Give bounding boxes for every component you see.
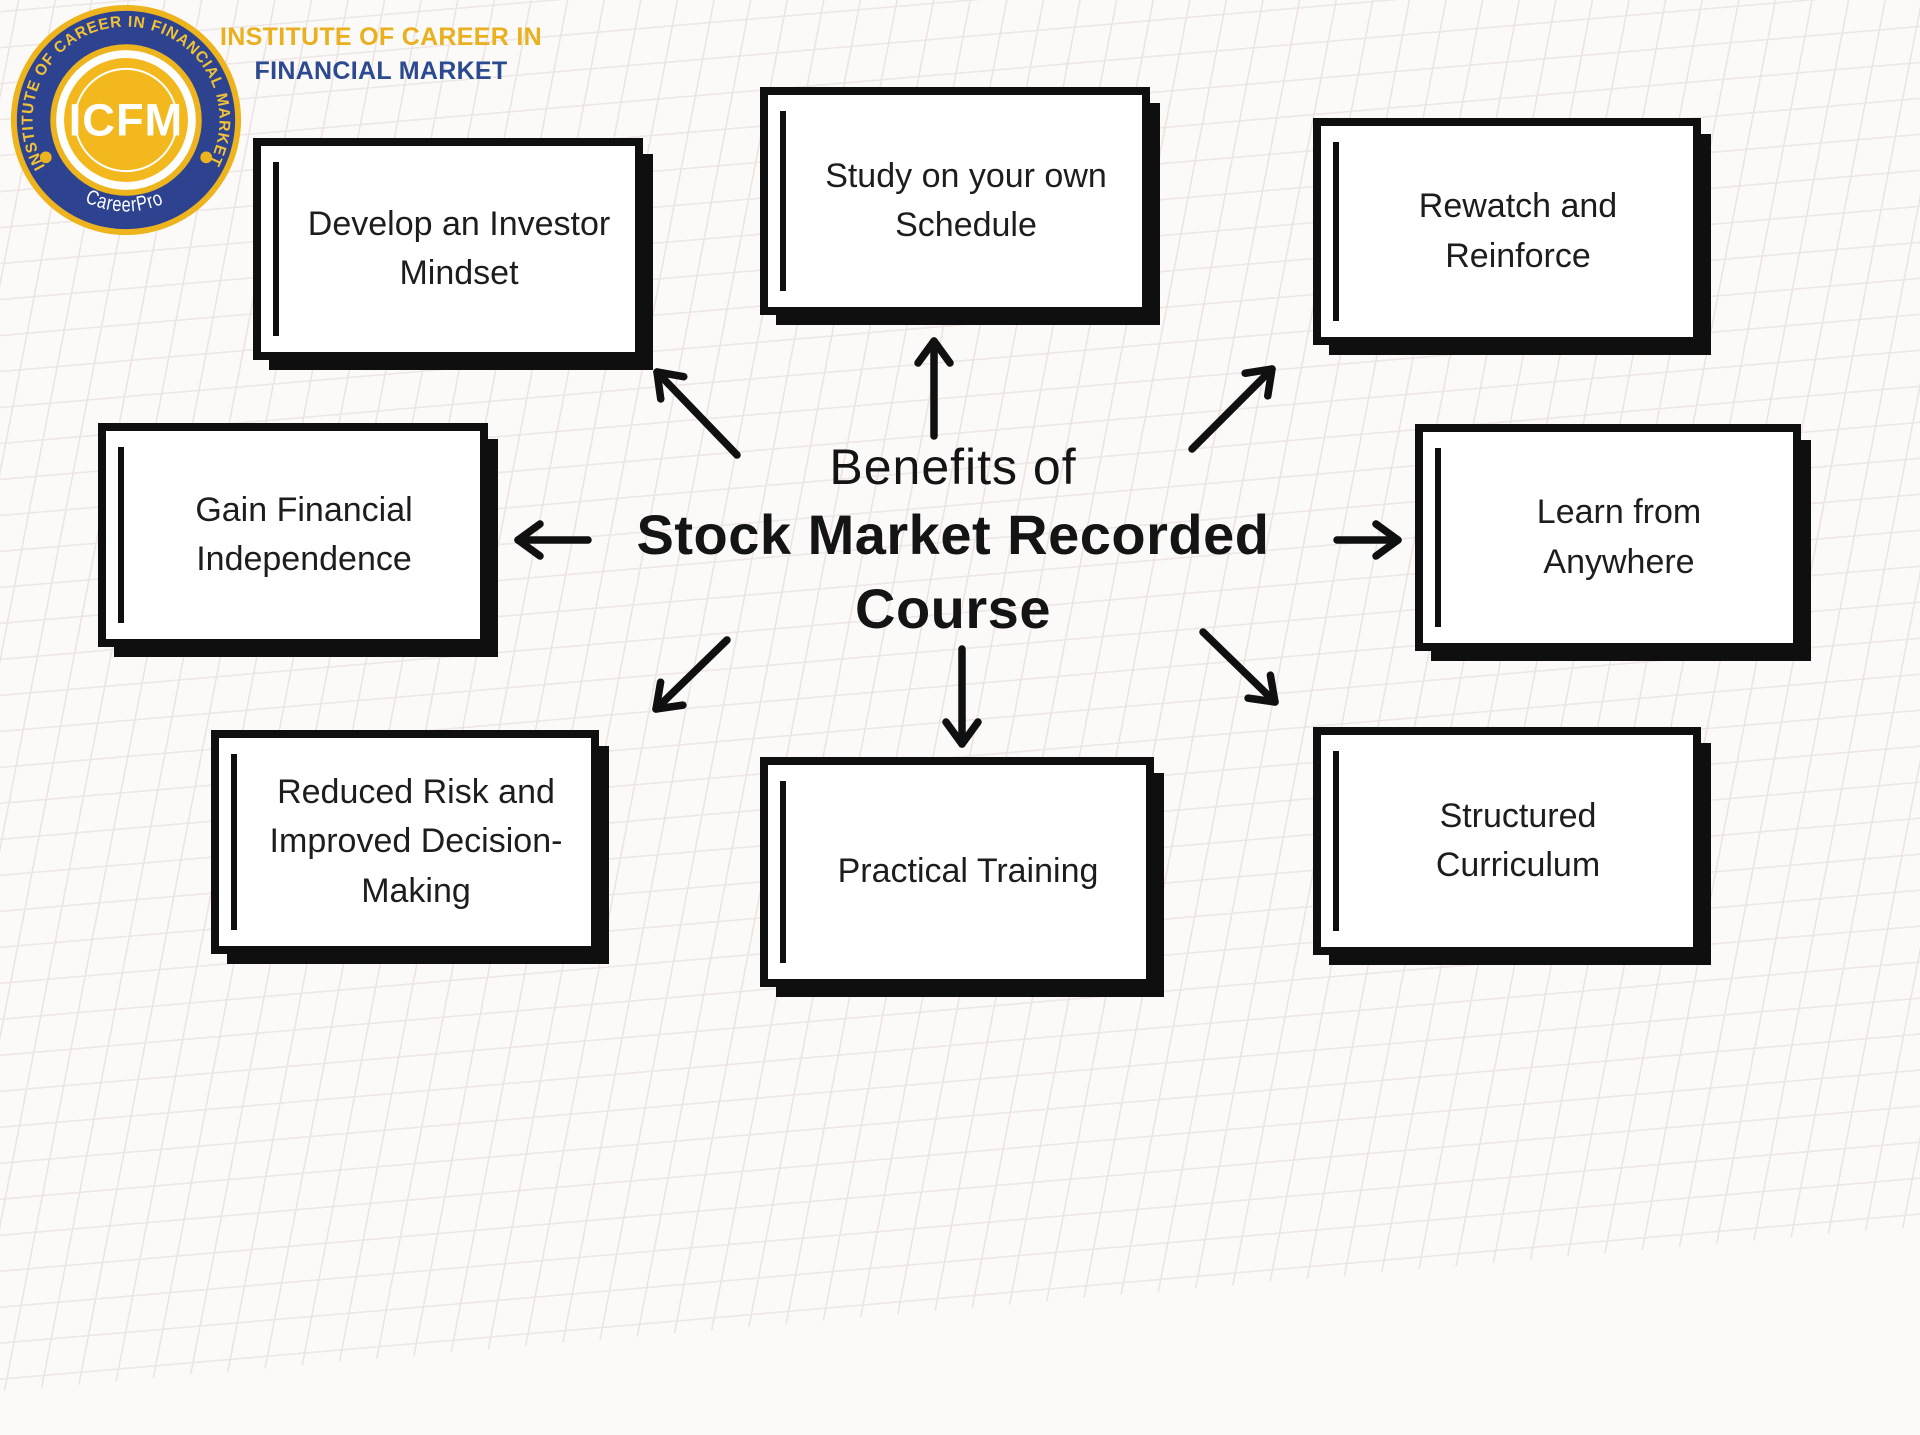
benefit-label: Practical Training <box>837 852 1099 891</box>
box-accent-bar <box>1333 751 1339 931</box>
logo-monogram: ICFM <box>69 95 183 146</box>
benefit-box-gain-financial-independence: Gain Financial Independence <box>98 423 488 647</box>
benefit-label: Reduced Risk and Improved Decision-Makin… <box>269 773 563 910</box>
box-accent-bar <box>1333 142 1339 321</box>
infographic-canvas: INSTITUTE OF CAREER IN FINANCIAL MARKET … <box>8 2 1801 987</box>
benefit-label: Rewatch and Reinforce <box>1418 187 1618 275</box>
brand-name-line1: INSTITUTE OF CAREER IN <box>220 23 542 51</box>
benefit-box-structured-curriculum: Structured Curriculum <box>1313 727 1701 955</box>
benefit-box-learn-from-anywhere: Learn from Anywhere <box>1415 424 1801 651</box>
benefit-label: Gain Financial Independence <box>195 490 413 578</box>
box-accent-bar <box>780 111 786 291</box>
title-line2: Stock Market Recorded <box>636 503 1270 566</box>
icfm-logo-icon: INSTITUTE OF CAREER IN FINANCIAL MARKET … <box>10 4 242 236</box>
icfm-logo: INSTITUTE OF CAREER IN FINANCIAL MARKET … <box>8 2 244 238</box>
benefit-box-practical-training: Practical Training <box>760 757 1154 987</box>
box-accent-bar <box>1435 448 1441 627</box>
arrow-down-left-icon <box>652 636 731 713</box>
box-accent-bar <box>273 162 279 336</box>
brand-name-line2: FINANCIAL MARKET <box>254 57 508 85</box>
box-accent-bar <box>231 754 237 930</box>
brand-wordmark: INSTITUTE OF CAREER IN FINANCIAL MARKET <box>213 20 549 88</box>
benefit-label: Learn from Anywhere <box>1536 493 1702 581</box>
benefit-box-study-own-schedule: Study on your own Schedule <box>760 87 1150 315</box>
title-line3: Course <box>855 577 1051 640</box>
benefit-label: Study on your own Schedule <box>825 156 1107 244</box>
title-line1: Benefits of <box>829 439 1077 495</box>
box-accent-bar <box>118 447 124 623</box>
benefit-box-reduced-risk: Reduced Risk and Improved Decision-Makin… <box>211 730 599 954</box>
diagram-title: Benefits of Stock Market Recorded Course <box>637 436 1270 646</box>
benefit-box-rewatch-reinforce: Rewatch and Reinforce <box>1313 118 1701 345</box>
benefit-box-develop-investor-mindset: Develop an Investor Mindset <box>253 138 643 360</box>
benefit-label: Develop an Investor Mindset <box>307 204 611 292</box>
benefit-label: Structured Curriculum <box>1435 796 1601 884</box>
box-accent-bar <box>780 781 786 963</box>
